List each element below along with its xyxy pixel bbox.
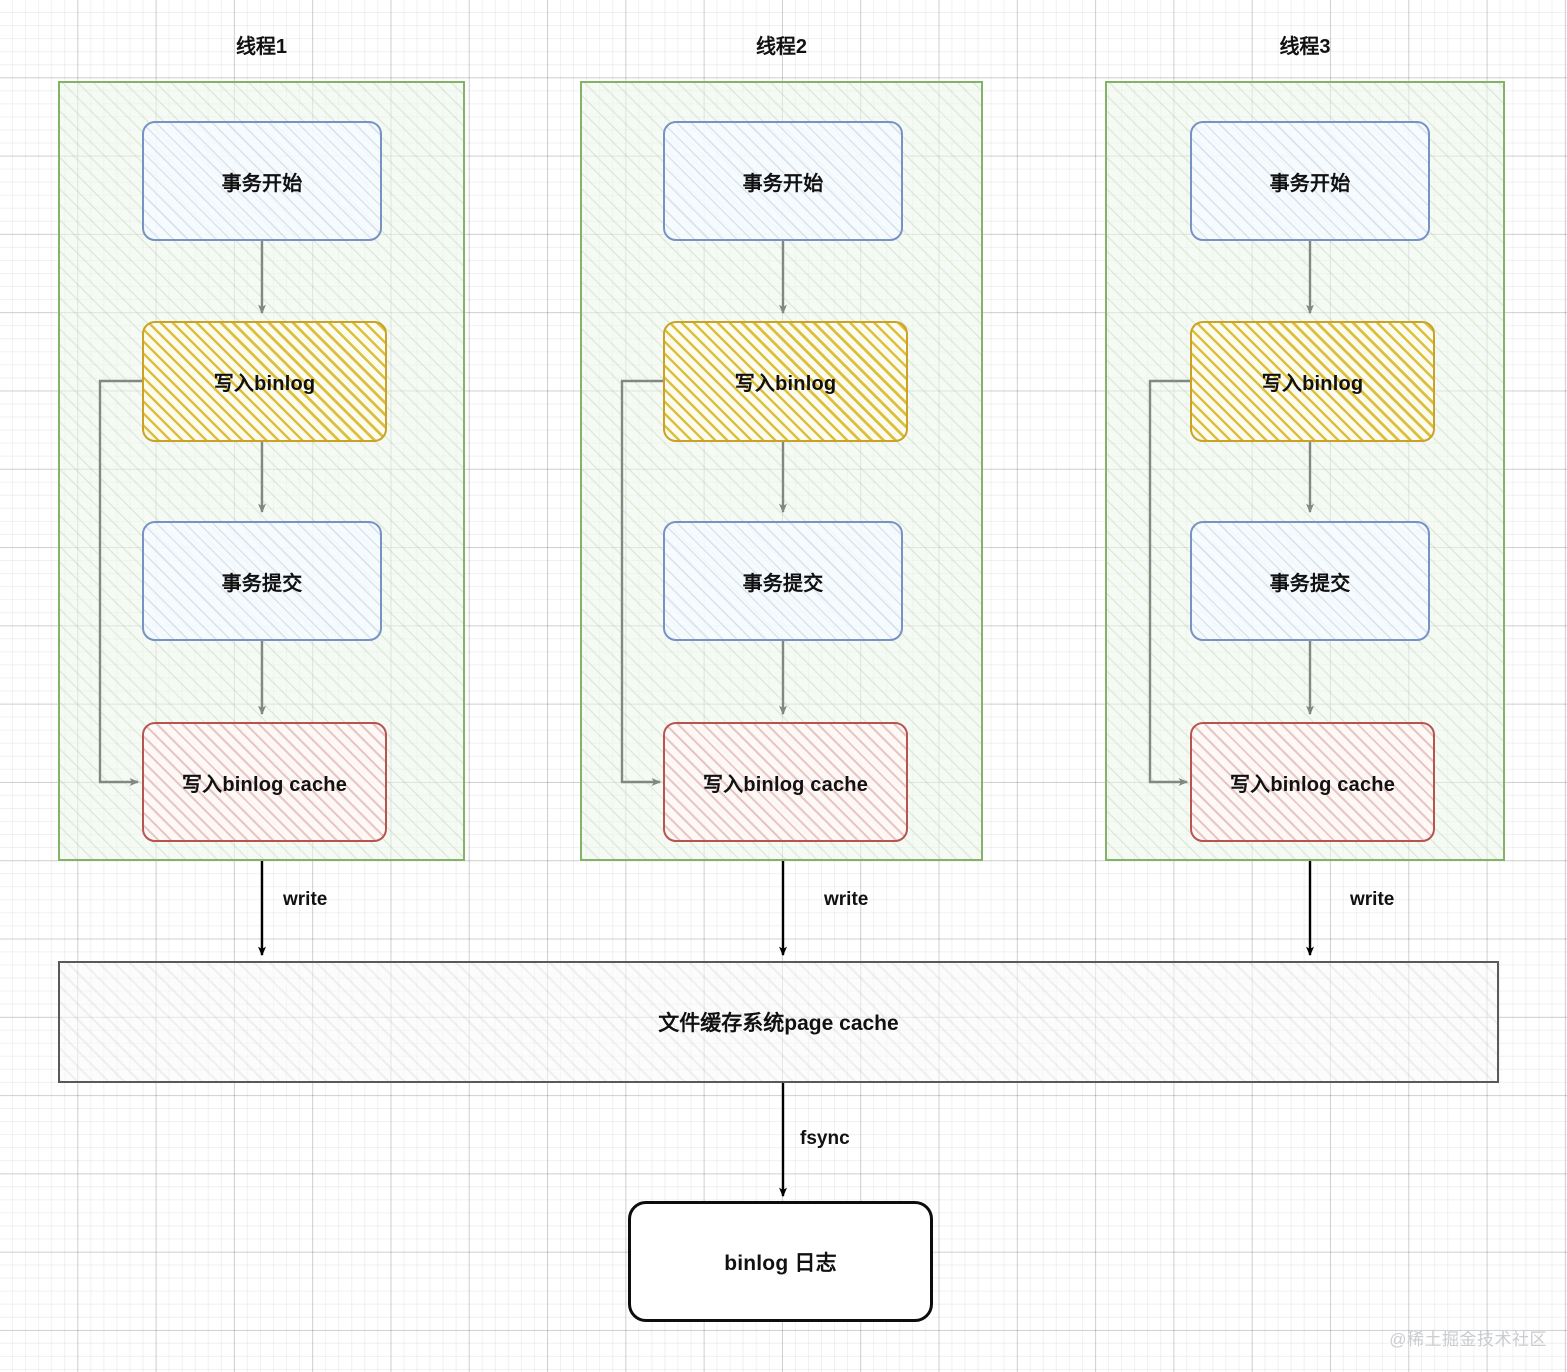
node-t3-transaction-begin[interactable]: 事务开始 [1190,121,1430,241]
node-t1-write-binlog[interactable]: 写入binlog [142,321,387,442]
edge-label-t2-write: write [824,889,869,910]
lane-title-thread-1: 线程1 [235,36,288,58]
lane-title-thread-3: 线程3 [1279,36,1331,58]
node-t1-write-binlog-cache[interactable]: 写入binlog cache [142,722,387,842]
node-t2-transaction-commit[interactable]: 事务提交 [663,521,903,641]
page-cache-bar[interactable]: 文件缓存系统page cache [58,961,1499,1083]
site-watermark: @稀土掘金技术社区 [1389,1330,1547,1349]
node-t3-transaction-commit[interactable]: 事务提交 [1190,521,1430,641]
node-t2-write-binlog-cache[interactable]: 写入binlog cache [663,722,908,842]
edge-label-t3-write: write [1350,889,1395,910]
node-t3-write-binlog[interactable]: 写入binlog [1190,321,1435,442]
node-t3-write-binlog-cache[interactable]: 写入binlog cache [1190,722,1435,842]
node-t1-transaction-commit[interactable]: 事务提交 [142,521,382,641]
node-binlog-file[interactable]: binlog 日志 [628,1201,933,1322]
node-t1-transaction-begin[interactable]: 事务开始 [142,121,382,241]
edge-label-fsync: fsync [800,1128,850,1149]
edge-label-t1-write: write [283,889,328,910]
lane-title-thread-2: 线程2 [755,36,808,58]
node-t2-transaction-begin[interactable]: 事务开始 [663,121,903,241]
node-t2-write-binlog[interactable]: 写入binlog [663,321,908,442]
